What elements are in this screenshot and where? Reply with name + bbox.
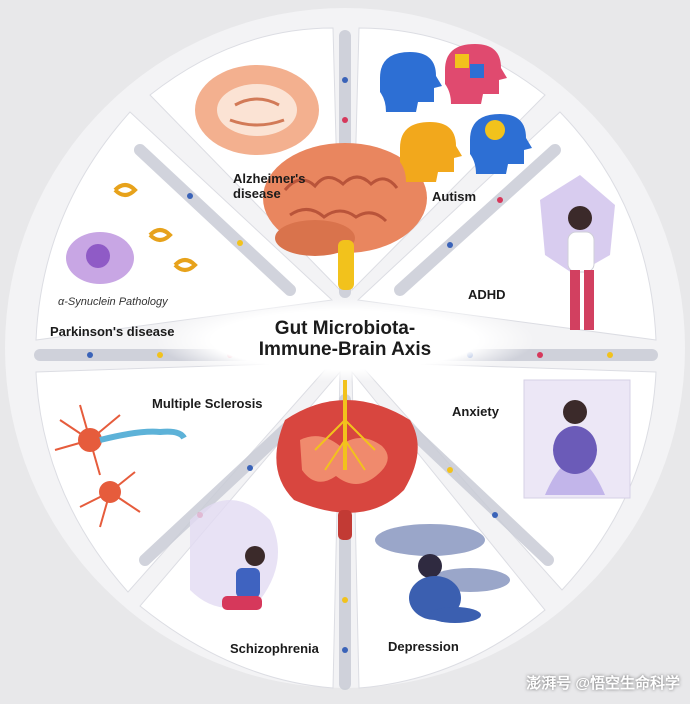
label-anxiety: Anxiety [452, 404, 499, 419]
watermark: 澎湃号 @悟空生命科学 [526, 675, 680, 692]
label-autism: Autism [432, 189, 477, 204]
center-title-line2: Immune-Brain Axis [258, 339, 432, 361]
depression-figure [375, 524, 510, 623]
label-depression: Depression [388, 639, 459, 654]
petal-parkinsons [35, 111, 334, 341]
gut-illustration [276, 380, 418, 540]
brain-illustration [263, 143, 427, 290]
schizophrenia-figure [190, 500, 278, 610]
center-glow [155, 298, 535, 382]
parkinsons-cell [66, 183, 198, 284]
petal-ms [35, 361, 334, 593]
label-schizophrenia: Schizophrenia [230, 641, 319, 656]
label-synuclein: α-Synuclein Pathology [58, 296, 168, 308]
label-multiple-sclerosis: Multiple Sclerosis [152, 396, 263, 411]
adhd-figure [540, 175, 615, 330]
center-title-line1: Gut Microbiota- [274, 318, 416, 339]
autism-heads [380, 44, 532, 182]
anxiety-figure [523, 379, 631, 499]
divider-bottom-left [139, 419, 296, 566]
divider-bottom-right [399, 419, 554, 566]
label-alzheimers: Alzheimer's disease [233, 171, 306, 201]
alzheimers-brain-section [195, 65, 319, 155]
divider-top-right [394, 144, 561, 296]
divider-top-left [134, 144, 296, 296]
label-adhd: ADHD [468, 287, 506, 302]
ms-neurons [54, 404, 187, 528]
petal-adhd [356, 111, 657, 341]
label-parkinsons: Parkinson's disease [50, 324, 175, 339]
center-title: Gut Microbiota- Immune-Brain Axis [215, 318, 475, 361]
